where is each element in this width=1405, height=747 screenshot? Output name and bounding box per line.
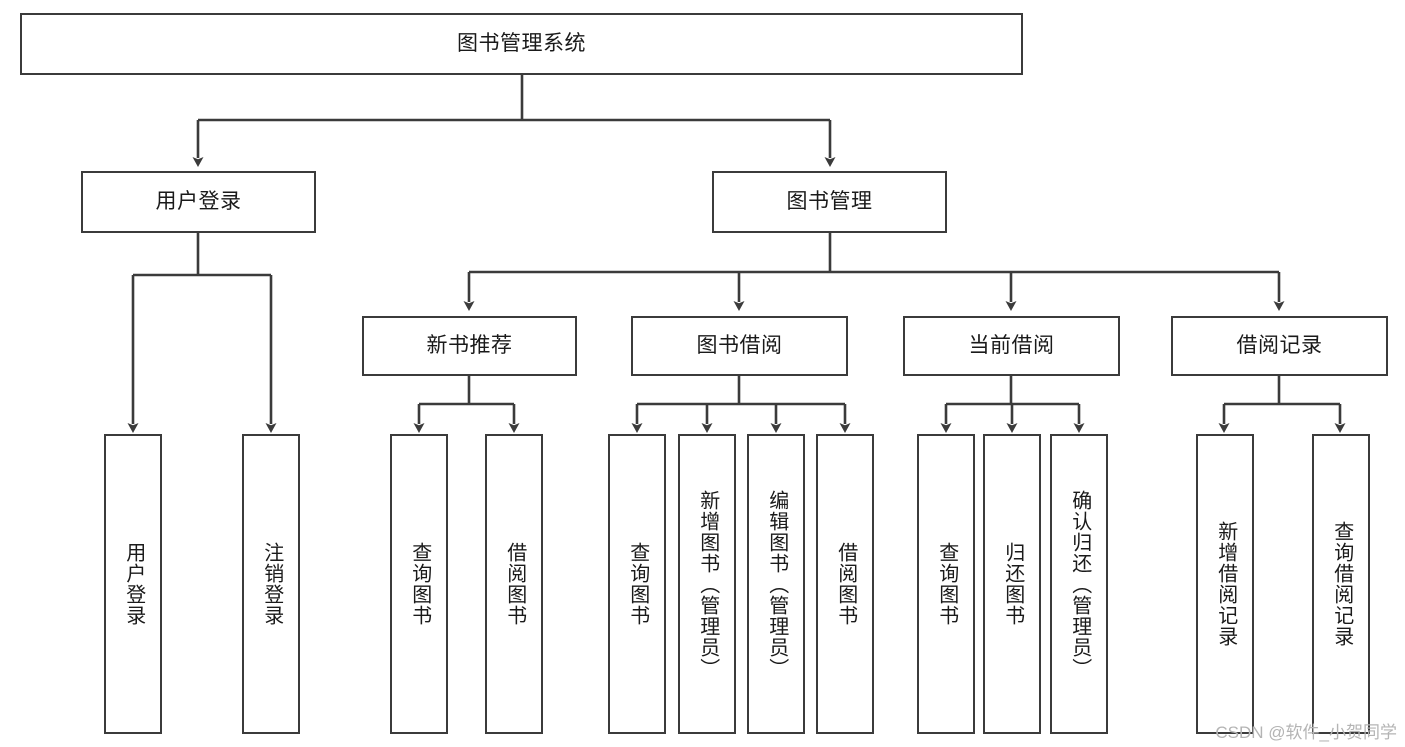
- node-root-system[interactable]: 图书管理系统: [20, 13, 1023, 75]
- node-new-book-recommend-label: 新书推荐: [426, 333, 513, 357]
- node-book-borrow-label: 图书借阅: [696, 333, 783, 357]
- node-leaf-user-login[interactable]: 用户登录: [104, 434, 162, 734]
- node-book-management[interactable]: 图书管理: [712, 171, 947, 233]
- node-leaf-query-record-label: 查询借阅记录: [1330, 521, 1353, 647]
- node-leaf-add-record[interactable]: 新增借阅记录: [1196, 434, 1254, 734]
- node-leaf-add-record-label: 新增借阅记录: [1214, 521, 1237, 647]
- node-leaf-query-book-3-label: 查询图书: [935, 542, 958, 626]
- node-leaf-query-record[interactable]: 查询借阅记录: [1312, 434, 1370, 734]
- csdn-watermark: CSDN @软件_小贺同学: [1215, 723, 1397, 742]
- node-leaf-return-book-label: 归还图书: [1001, 542, 1024, 626]
- node-leaf-return-book[interactable]: 归还图书: [983, 434, 1041, 734]
- node-leaf-query-book-1[interactable]: 查询图书: [390, 434, 448, 734]
- node-root-system-label: 图书管理系统: [457, 31, 586, 55]
- node-user-login-label: 用户登录: [155, 189, 242, 213]
- node-leaf-query-book-3[interactable]: 查询图书: [917, 434, 975, 734]
- node-leaf-query-book-2-label: 查询图书: [626, 542, 649, 626]
- node-leaf-borrow-book-1[interactable]: 借阅图书: [485, 434, 543, 734]
- node-borrow-record[interactable]: 借阅记录: [1171, 316, 1388, 376]
- node-leaf-add-book-label: 新增图书（管理员）: [696, 489, 719, 679]
- node-current-borrow[interactable]: 当前借阅: [903, 316, 1120, 376]
- node-book-borrow[interactable]: 图书借阅: [631, 316, 848, 376]
- node-current-borrow-label: 当前借阅: [968, 333, 1055, 357]
- node-leaf-edit-book[interactable]: 编辑图书（管理员）: [747, 434, 805, 734]
- node-leaf-add-book[interactable]: 新增图书（管理员）: [678, 434, 736, 734]
- node-leaf-edit-book-label: 编辑图书（管理员）: [765, 489, 788, 679]
- node-leaf-query-book-1-label: 查询图书: [408, 542, 431, 626]
- node-leaf-logout-login[interactable]: 注销登录: [242, 434, 300, 734]
- node-leaf-borrow-book-2[interactable]: 借阅图书: [816, 434, 874, 734]
- node-leaf-confirm-return-label: 确认归还（管理员）: [1068, 489, 1091, 679]
- node-new-book-recommend[interactable]: 新书推荐: [362, 316, 577, 376]
- node-leaf-logout-login-label: 注销登录: [260, 542, 283, 626]
- node-book-management-label: 图书管理: [786, 189, 873, 213]
- node-leaf-user-login-label: 用户登录: [122, 542, 145, 626]
- node-leaf-query-book-2[interactable]: 查询图书: [608, 434, 666, 734]
- node-leaf-confirm-return[interactable]: 确认归还（管理员）: [1050, 434, 1108, 734]
- node-borrow-record-label: 借阅记录: [1236, 333, 1323, 357]
- node-leaf-borrow-book-1-label: 借阅图书: [503, 542, 526, 626]
- node-user-login[interactable]: 用户登录: [81, 171, 316, 233]
- node-leaf-borrow-book-2-label: 借阅图书: [834, 542, 857, 626]
